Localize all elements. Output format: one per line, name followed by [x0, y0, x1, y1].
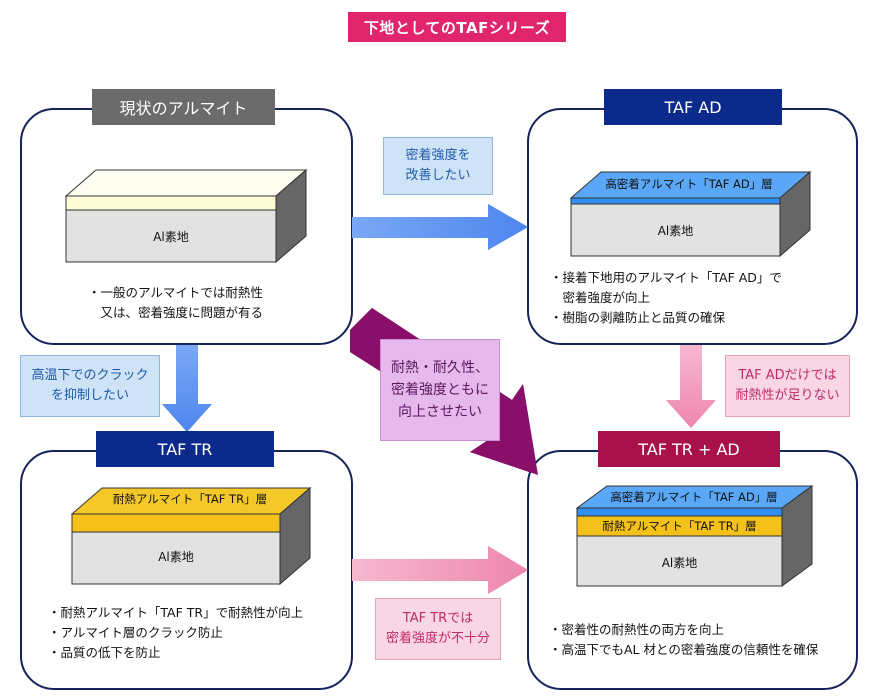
bullet: 密着強度が向上 — [550, 290, 651, 305]
tradl-mid-layer-label: 耐熱アルマイト「TAF TR」層 — [602, 519, 757, 533]
bullets-current: ・一般のアルマイトでは耐熱性 又は、密着強度に問題が有る — [88, 283, 263, 323]
note-tr-only: TAF TRでは 密着強度が不十分 — [375, 598, 501, 660]
bullet: ・樹脂の剥離防止と品質の確保 — [550, 310, 726, 325]
tr-base-label: Al素地 — [158, 550, 194, 564]
current-base-label: Al素地 — [153, 230, 189, 244]
tag-ad: TAF AD — [604, 89, 782, 125]
bullet: 又は、密着強度に問題が有る — [88, 305, 264, 320]
tradl-top-layer-label: 高密着アルマイト「TAF AD」層 — [610, 490, 778, 504]
tag-current: 現状のアルマイト — [92, 89, 275, 125]
note-suppress-cracks: 高温下でのクラック を抑制したい — [20, 355, 160, 417]
bullets-ad: ・接着下地用のアルマイト「TAF AD」で 密着強度が向上 ・樹脂の剥離防止と品… — [550, 268, 782, 328]
bullet: ・高温下でもAL 材との密着強度の信頼性を確保 — [549, 642, 819, 657]
bullet: ・接着下地用のアルマイト「TAF AD」で — [550, 270, 782, 285]
tag-tradl: TAF TR + AD — [598, 431, 780, 467]
bullets-tradl: ・密着性の耐熱性の両方を向上 ・高温下でもAL 材との密着強度の信頼性を確保 — [549, 620, 818, 660]
note-both-goals: 耐熱・耐久性、 密着強度ともに 向上させたい — [380, 339, 500, 441]
block-current-top — [64, 168, 308, 264]
bullet: ・耐熱アルマイト「TAF TR」で耐熱性が向上 — [48, 605, 304, 620]
tag-tr: TAF TR — [96, 431, 274, 467]
tradl-base-label: Al素地 — [661, 556, 698, 570]
block-ad-top — [569, 170, 812, 258]
bullet: ・一般のアルマイトでは耐熱性 — [88, 285, 263, 300]
bullet: ・密着性の耐熱性の両方を向上 — [549, 622, 725, 637]
ad-layer-label: 高密着アルマイト「TAF AD」層 — [605, 177, 773, 191]
bullets-tr: ・耐熱アルマイト「TAF TR」で耐熱性が向上 ・アルマイト層のクラック防止 ・… — [48, 603, 303, 663]
diagram-title: 下地としてのTAFシリーズ — [348, 12, 566, 42]
ad-base-label: Al素地 — [657, 224, 694, 238]
tr-layer-label: 耐熱アルマイト「TAF TR」層 — [112, 492, 268, 506]
block-tr-top — [70, 486, 312, 586]
block-tradl-top — [575, 485, 814, 587]
bullet: ・アルマイト層のクラック防止 — [48, 625, 223, 640]
note-improve-adhesion: 密着強度を 改善したい — [383, 137, 493, 195]
note-ad-only: TAF ADだけでは 耐熱性が足りない — [725, 355, 850, 417]
bullet: ・品質の低下を防止 — [48, 645, 161, 660]
